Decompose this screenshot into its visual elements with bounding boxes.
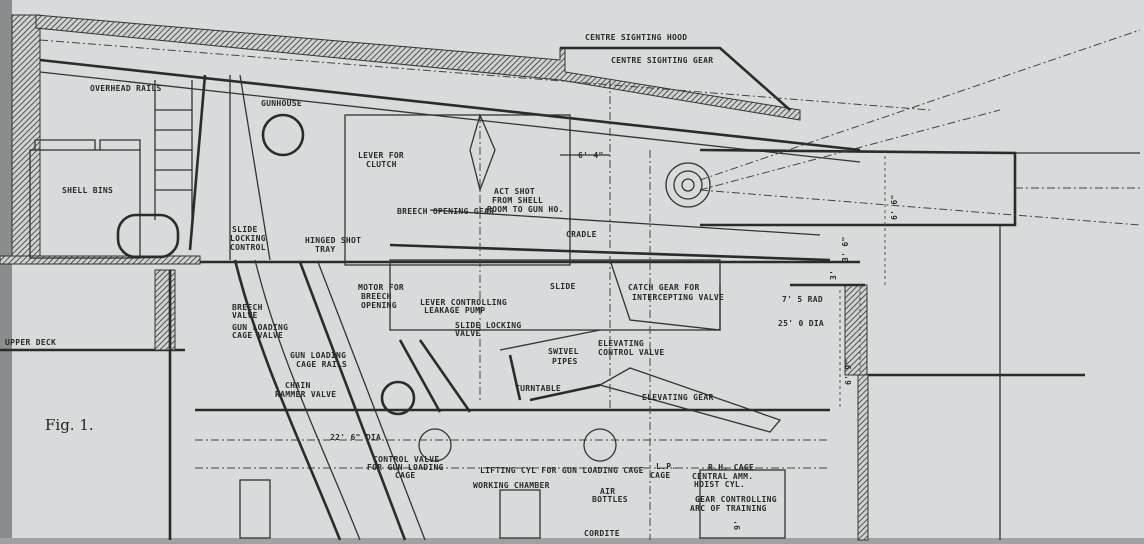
page-bottom-edge	[0, 538, 1144, 544]
dim-22-6-dia: 22' 6" DIA	[330, 433, 381, 442]
label-gun-loading-cage-rails-2: CAGE RAILS	[296, 360, 347, 369]
dim-9: 9'	[733, 520, 742, 530]
label-catch-gear: CATCH GEAR FOR	[628, 283, 700, 292]
dim-25-0-dia: 25' 0 DIA	[778, 319, 824, 328]
page-edge	[0, 0, 12, 544]
label-rh-cage: R.H. CAGE	[708, 463, 754, 472]
armour-wall	[11, 14, 41, 261]
label-cradle: CRADLE	[566, 230, 597, 239]
label-breech-valve-2: VALVE	[232, 311, 258, 320]
label-act-shot-3: ROOM TO GUN HO.	[487, 205, 564, 214]
label-centre-sighting-gear: CENTRE SIGHTING GEAR	[611, 56, 713, 65]
trunnion	[665, 162, 711, 208]
label-gunhouse: GUNHOUSE	[261, 99, 302, 108]
shell-bins	[29, 149, 141, 259]
label-hinged-shot-tray-2: TRAY	[315, 245, 335, 254]
dim-3-6: 3' 6"	[841, 236, 850, 262]
label-catch-gear-2: INTERCEPTING VALVE	[632, 293, 724, 302]
label-lp-cage-2: CAGE	[650, 471, 670, 480]
label-gear-arc-training: GEAR CONTROLLING	[695, 495, 777, 504]
label-gun-loading-cage-valve: GUN LOADING	[232, 323, 288, 332]
label-lp-cage: L.P.	[656, 462, 676, 471]
label-motor-breech-3: OPENING	[361, 301, 397, 310]
label-lifting-cyl: LIFTING CYL FOR GUN LOADING CAGE	[480, 466, 644, 475]
label-control-valve-3: CAGE	[395, 471, 415, 480]
elevating-gear-body	[598, 367, 782, 433]
label-gear-arc-training-2: ARC OF TRAINING	[690, 504, 767, 513]
gunhouse-roof	[35, 14, 801, 121]
label-slide-locking-valve: SLIDE LOCKING	[455, 321, 522, 330]
label-motor-breech-2: BREECH	[361, 292, 392, 301]
dim-7-5-rad: 7' 5 RAD	[782, 295, 823, 304]
label-slide: SLIDE	[550, 282, 576, 291]
handwheel	[261, 113, 305, 157]
label-centre-sighting-hood: CENTRE SIGHTING HOOD	[585, 33, 687, 42]
label-elevating-control-valve: ELEVATING	[598, 339, 644, 348]
diagram-labels: CENTRE SIGHTING HOOD CENTRE SIGHTING GEA…	[5, 33, 899, 538]
label-breech-opening-gear: BREECH OPENING GEAR	[397, 207, 494, 216]
dim-6-4: 6' 4"	[578, 151, 604, 160]
label-central-amm-hoist: CENTRAL AMM.	[692, 472, 753, 481]
label-act-shot-2: FROM SHELL	[492, 196, 543, 205]
label-air-bottles: AIR	[600, 487, 615, 496]
rammer-wheel	[380, 380, 416, 416]
gun-barrel	[699, 148, 1017, 227]
overhead-rail	[39, 58, 861, 152]
label-swivel-pipes: SWIVEL	[548, 347, 579, 356]
label-slide-locking-control-3: CONTROL	[230, 243, 266, 252]
label-upper-deck: UPPER DECK	[5, 338, 56, 347]
breech-housing	[344, 114, 571, 266]
label-control-valve-2: FOR GUN LOADING	[367, 463, 444, 472]
label-lever-clutch: LEVER FOR	[358, 151, 404, 160]
shot-sling	[469, 113, 496, 193]
label-slide-locking-valve-2: VALVE	[455, 329, 481, 338]
dim-6-9: 6' 9"	[844, 359, 853, 385]
label-central-amm-hoist-2: HOIST CYL.	[694, 480, 745, 489]
ladder	[154, 80, 193, 220]
label-cordite: CORDITE	[584, 529, 620, 538]
figure-caption: Fig. 1.	[45, 416, 94, 434]
label-slide-locking-control: SLIDE	[232, 225, 258, 234]
label-lever-leakage-pump: LEVER CONTROLLING	[420, 298, 507, 307]
label-elevating-control-valve-2: CONTROL VALVE	[598, 348, 665, 357]
dim-3: 3'	[829, 270, 838, 280]
label-elevating-gear: ELEVATING GEAR	[642, 393, 714, 402]
label-gun-loading-cage-rails: GUN LOADING	[290, 351, 346, 360]
label-turntable: TURNTABLE	[515, 384, 561, 393]
label-overhead-rails: OVERHEAD RAILS	[90, 84, 162, 93]
label-act-shot: ACT SHOT	[494, 187, 535, 196]
label-gun-loading-cage-valve-2: CAGE VALVE	[232, 331, 283, 340]
dim-6-6: 6' 6"	[890, 194, 899, 220]
label-swivel-pipes-2: PIPES	[552, 357, 578, 366]
slide-locking-gear	[116, 213, 180, 259]
label-motor-breech: MOTOR FOR	[358, 283, 404, 292]
label-hinged-shot-tray: HINGED SHOT	[305, 236, 361, 245]
label-breech-valve: BREECH	[232, 303, 263, 312]
label-lever-clutch-2: CLUTCH	[366, 160, 397, 169]
label-air-bottles-2: BOTTLES	[592, 495, 628, 504]
label-chain-rammer-valve: CHAIN	[285, 381, 311, 390]
label-control-valve: CONTROL VALVE	[373, 455, 440, 464]
label-shell-bins: SHELL BINS	[62, 186, 113, 195]
label-working-chamber: WORKING CHAMBER	[473, 481, 550, 490]
cage-rails	[233, 259, 342, 541]
label-chain-rammer-valve-2: RAMMER VALVE	[275, 390, 336, 399]
sighting-hood-outline	[560, 46, 791, 111]
label-slide-locking-control-2: LOCKING	[230, 234, 266, 243]
label-lever-leakage-pump-2: LEAKAGE PUMP	[424, 306, 485, 315]
